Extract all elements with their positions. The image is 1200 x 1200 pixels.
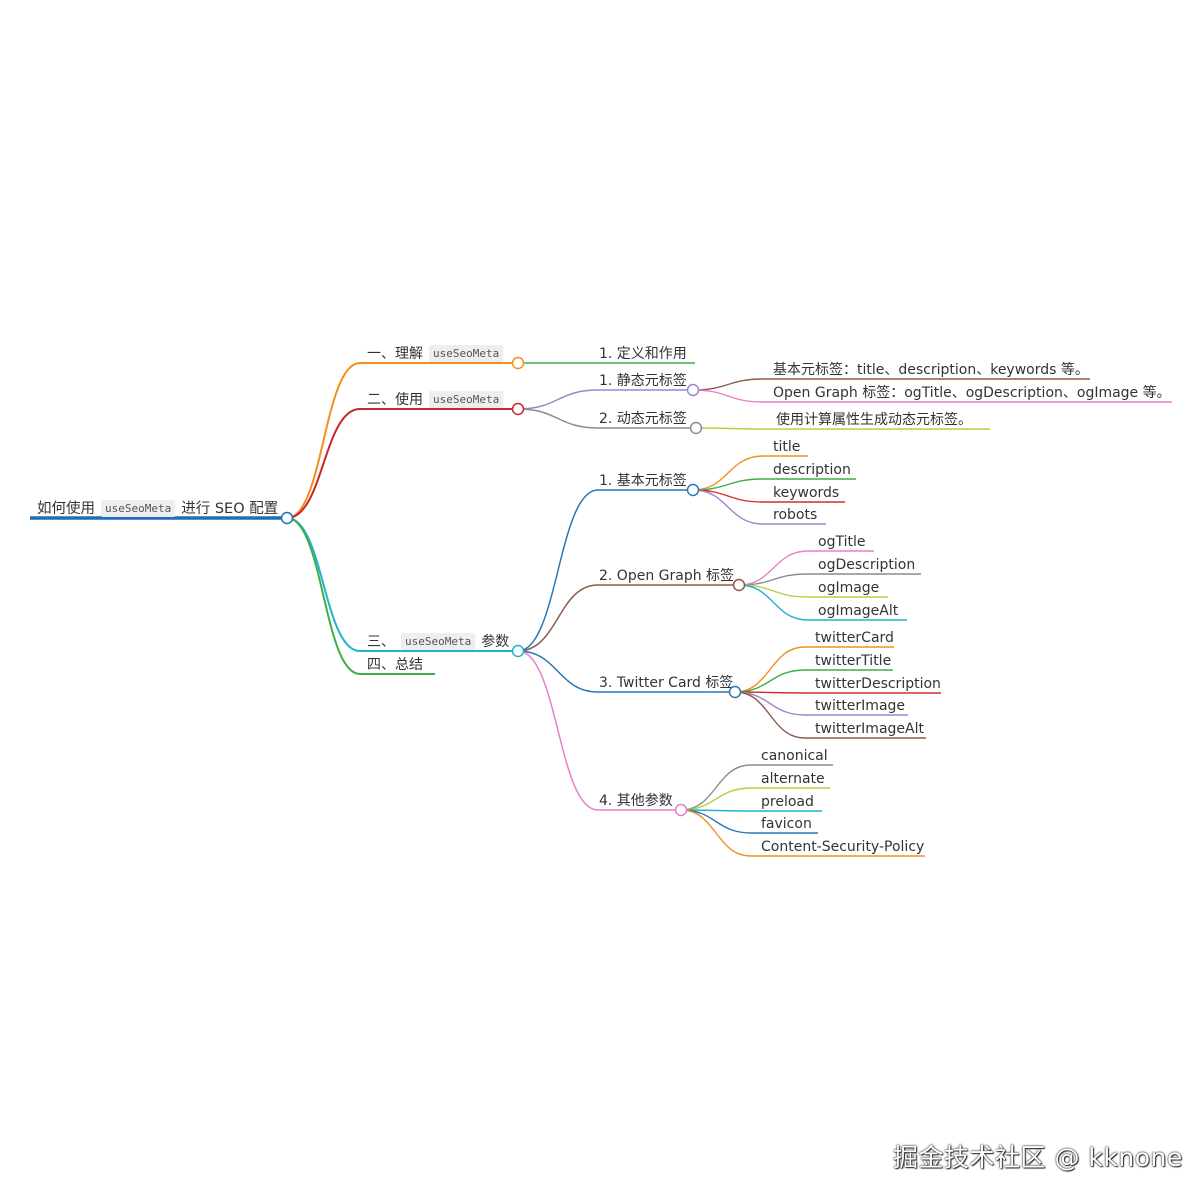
section-label-s2-code: useSeoMeta <box>429 391 504 408</box>
child-label-s1c1: 1. 定义和作用 <box>599 346 687 362</box>
child-label-s3c4: 4. 其他参数 <box>599 792 673 809</box>
leaf-label-s3c1-2: keywords <box>773 485 839 501</box>
section-label-s1-prefix: 一、理解 <box>367 346 423 362</box>
edge-s2c2 <box>517 408 599 429</box>
section-label-s1-code-bg <box>429 345 504 362</box>
child-node-s3c3[interactable] <box>728 685 742 699</box>
edge-s2c2-leaf-0 <box>695 427 767 430</box>
leaf-label-s3c4-1: alternate <box>761 771 825 787</box>
leaf-label-s2c1-1: Open Graph 标签：ogTitle、ogDescription、ogIm… <box>773 384 1171 401</box>
child-node-s2c1[interactable] <box>686 383 700 397</box>
edge-s3c3-leaf-1 <box>734 669 806 693</box>
child-label-s2c2: 2. 动态元标签 <box>599 410 687 427</box>
root-code-text: useSeoMeta <box>105 502 171 515</box>
leaf-label-s3c3-0: twitterCard <box>815 630 894 646</box>
section-label-s1-code-text: useSeoMeta <box>433 347 499 360</box>
leaf-label-s3c4-0: canonical <box>761 748 828 764</box>
leaf-label-s3c2-1: ogDescription <box>818 557 915 573</box>
leaf-label-s3c1-3: robots <box>773 507 817 523</box>
root-node[interactable] <box>280 511 294 525</box>
edge-root-s2 <box>286 408 361 519</box>
child-node-s2c2[interactable] <box>689 421 703 435</box>
edge-s3c4-leaf-3 <box>680 809 752 834</box>
section-node-s1[interactable] <box>511 356 525 370</box>
leaf-label-s3c4-3: favicon <box>761 816 812 832</box>
section-label-s4-prefix: 四、总结 <box>367 657 423 673</box>
leaf-label-s2c1-0: 基本元标签：title、description、keywords 等。 <box>773 361 1089 378</box>
child-node-s3c2[interactable] <box>732 578 746 592</box>
section-label-s3-prefix: 三、 <box>367 634 395 650</box>
leaf-label-s3c2-2: ogImage <box>818 580 879 596</box>
edge-root-s4 <box>286 517 361 675</box>
watermark-text: 掘金技术社区 @ kknone <box>893 1143 1183 1172</box>
edge-s3c3 <box>517 650 599 693</box>
section-label-s2-prefix: 二、使用 <box>367 391 423 408</box>
root-label-before: 如何使用 <box>37 500 95 517</box>
section-label-s1-code: useSeoMeta <box>429 345 504 362</box>
edge-s3c2-leaf-3 <box>738 584 809 621</box>
edge-root-s1 <box>286 362 361 519</box>
edge-s3c4 <box>517 650 599 811</box>
child-label-s3c3: 3. Twitter Card 标签 <box>599 674 733 691</box>
leaf-label-s3c3-2: twitterDescription <box>815 676 941 692</box>
leaf-label-s3c2-0: ogTitle <box>818 534 865 550</box>
mindmap-nodes: 如何使用 useSeoMeta 进行 SEO 配置 一、理解 useSeoMeta 1. … <box>37 345 1171 855</box>
edge-s3c1-leaf-3 <box>692 489 764 525</box>
edge-root-s3 <box>286 517 361 652</box>
child-node-s3c4[interactable] <box>674 803 688 817</box>
edge-s3c4-leaf-1 <box>680 787 752 811</box>
section-label-s3-code: useSeoMeta <box>401 633 476 650</box>
root-label-after: 进行 SEO 配置 <box>181 500 278 517</box>
leaf-label-s3c1-0: title <box>773 439 800 455</box>
edge-s3c4-leaf-4 <box>680 809 752 857</box>
leaf-label-s2c2-0: 使用计算属性生成动态元标签。 <box>776 411 972 428</box>
section-label-s3-suffix: 参数 <box>481 633 509 650</box>
leaf-label-s3c4-4: Content-Security-Policy <box>761 839 924 855</box>
edge-s3c3-leaf-0 <box>734 646 806 693</box>
section-node-s2[interactable] <box>511 402 525 416</box>
root-code-bg <box>101 500 176 517</box>
leaf-label-s3c3-1: twitterTitle <box>815 653 891 669</box>
child-label-s2c1: 1. 静态元标签 <box>599 372 687 389</box>
section-node-s3[interactable] <box>511 644 525 658</box>
edge-s3c3-leaf-3 <box>734 691 806 716</box>
root-code: useSeoMeta <box>101 500 176 517</box>
leaf-label-s3c3-4: twitterImageAlt <box>815 721 924 737</box>
child-label-s3c1: 1. 基本元标签 <box>599 472 687 489</box>
edge-s3c1 <box>517 489 599 652</box>
edge-s3c2-leaf-0 <box>738 550 809 586</box>
leaf-label-s3c2-3: ogImageAlt <box>818 603 899 619</box>
edge-s3c1-leaf-0 <box>692 455 764 491</box>
edge-s2c1-leaf-1 <box>692 389 764 403</box>
leaf-label-s3c4-2: preload <box>761 794 814 810</box>
mindmap-edges <box>30 362 1172 857</box>
section-label-s2-code-bg <box>429 391 504 408</box>
edge-s2c1-leaf-0 <box>692 378 764 391</box>
section-label-s2-code-text: useSeoMeta <box>433 393 499 406</box>
section-label-s3-code-bg <box>401 633 476 650</box>
leaf-label-s3c1-1: description <box>773 462 851 478</box>
edge-s2c1 <box>517 389 599 410</box>
section-label-s3-code-text: useSeoMeta <box>405 635 471 648</box>
edge-s3c2 <box>517 584 599 652</box>
child-label-s3c2: 2. Open Graph 标签 <box>599 567 734 584</box>
leaf-label-s3c3-3: twitterImage <box>815 698 905 714</box>
edge-s3c3-leaf-4 <box>734 691 806 739</box>
edge-s3c4-leaf-0 <box>680 764 752 811</box>
child-node-s3c1[interactable] <box>686 483 700 497</box>
